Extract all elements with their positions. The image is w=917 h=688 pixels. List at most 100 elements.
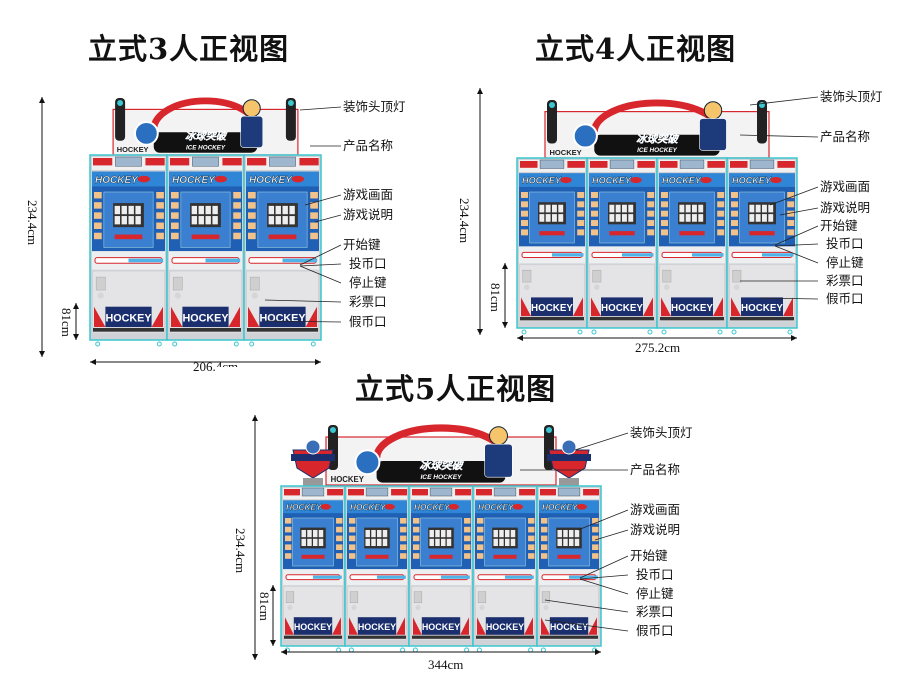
- puck-icon: [576, 503, 587, 510]
- header-red-left: [247, 158, 267, 166]
- reel-symbol: [685, 204, 691, 213]
- reel-symbol: [128, 205, 134, 215]
- side-light: [171, 202, 179, 209]
- checker-strip: [247, 327, 318, 332]
- reel-symbol: [289, 205, 295, 215]
- reel-symbol: [282, 205, 288, 215]
- reel-symbol: [307, 530, 312, 538]
- reel-symbol: [615, 204, 621, 213]
- door-red-left: [94, 306, 106, 328]
- leader-line: [299, 263, 342, 267]
- badge-helmet: [561, 439, 577, 455]
- ticket-outlet: [477, 591, 487, 604]
- product-logo-en: ICE HOCKEY: [637, 147, 677, 154]
- side-light: [285, 526, 292, 533]
- side-light: [413, 518, 420, 524]
- badge-post: [303, 478, 323, 488]
- view-title-4p: 立式4人正视图: [535, 32, 737, 66]
- door-banner: [105, 306, 152, 328]
- puck-emblem: [354, 449, 381, 476]
- header-red-left: [170, 158, 190, 166]
- reject-coin-outlet: [415, 605, 421, 611]
- door-brand-text: HOCKEY: [550, 622, 588, 632]
- lamp-light: [546, 427, 552, 433]
- reel-symbol: [268, 216, 275, 225]
- screen-banner: [659, 173, 725, 187]
- puck-icon: [512, 503, 523, 510]
- info-bar: [191, 234, 220, 240]
- reel-symbol: [198, 205, 204, 215]
- door-brand-text: HOCKEY: [182, 313, 228, 325]
- puck-icon: [700, 177, 712, 184]
- side-light: [233, 232, 241, 240]
- foot: [156, 341, 162, 347]
- side-light: [577, 220, 585, 226]
- side-light: [521, 220, 528, 226]
- reject-coin-outlet: [524, 284, 530, 291]
- arrowhead: [281, 649, 287, 655]
- side-light: [477, 518, 484, 524]
- reel-symbol: [768, 204, 774, 213]
- side-light: [349, 544, 356, 550]
- lamp-light: [117, 100, 124, 106]
- door-brand-text: HOCKEY: [601, 303, 643, 314]
- side-light: [521, 201, 528, 208]
- callout-label: 游戏画面: [630, 502, 681, 517]
- button-strip-blue: [692, 253, 724, 257]
- mascot-head: [703, 101, 723, 120]
- door-red-right: [460, 617, 469, 635]
- logo-plate: [594, 134, 720, 156]
- reel-symbol: [698, 204, 704, 213]
- puck-icon: [770, 177, 782, 184]
- puck-icon: [384, 503, 395, 510]
- callout-label: 投币口: [636, 567, 674, 582]
- reel-symbol: [435, 538, 440, 546]
- checker-strip: [284, 635, 342, 639]
- leader-line: [774, 245, 819, 264]
- foot: [661, 329, 667, 335]
- arrowhead: [315, 359, 321, 365]
- ticket-outlet: [172, 276, 183, 291]
- side-light: [592, 553, 599, 559]
- info-bar: [609, 231, 635, 236]
- reel-symbol: [435, 530, 440, 538]
- brand-text: HOCKEY: [95, 175, 139, 186]
- leader-line: [299, 244, 342, 266]
- info-bar: [429, 554, 453, 559]
- callout-label: 停止键: [349, 275, 387, 290]
- mascot-body: [699, 118, 727, 151]
- screen-banner: [519, 173, 585, 187]
- arrowhead: [270, 585, 276, 591]
- button-strip-blue: [282, 258, 318, 263]
- leader-line: [774, 225, 819, 246]
- side-light: [577, 210, 585, 217]
- header-red-left: [284, 489, 300, 496]
- foot: [249, 341, 255, 347]
- side-light: [349, 553, 356, 559]
- reel-symbol: [499, 538, 504, 546]
- callout-label: 游戏说明: [820, 200, 871, 215]
- arrowhead: [90, 359, 96, 365]
- screen-banner: [411, 500, 471, 514]
- ticket-outlet: [592, 269, 602, 283]
- reject-coin-outlet: [664, 284, 670, 291]
- mask: [215, 367, 295, 381]
- callout-label: 假币口: [636, 623, 674, 638]
- leader-line: [304, 194, 342, 206]
- reel-symbol: [282, 216, 288, 225]
- header-red-right: [567, 161, 585, 168]
- side-light: [787, 210, 795, 217]
- ticket-outlet: [732, 269, 742, 283]
- side-light: [171, 222, 179, 229]
- side-light: [248, 212, 256, 219]
- door-brand-text: HOCKEY: [486, 622, 524, 632]
- name-plate: [269, 156, 296, 167]
- leader-line: [299, 106, 342, 111]
- reel-symbol: [505, 538, 510, 546]
- side-light: [413, 526, 420, 533]
